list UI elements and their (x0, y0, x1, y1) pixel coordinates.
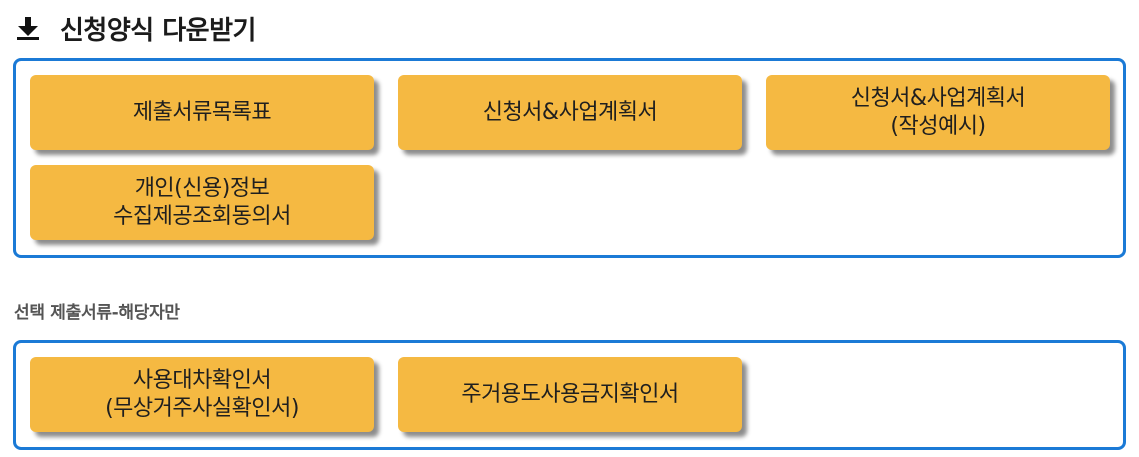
button-label: 주거용도사용금지확인서 (461, 381, 679, 407)
button-label: 사용대차확인서 (무상거주사실확인서) (105, 367, 299, 421)
button-label: 신청서&사업계획서 (482, 99, 658, 125)
download-application-plan-button[interactable]: 신청서&사업계획서 (398, 75, 742, 150)
download-submission-list-button[interactable]: 제출서류목록표 (30, 75, 374, 150)
download-loan-confirmation-button[interactable]: 사용대차확인서 (무상거주사실확인서) (30, 357, 374, 432)
optional-docs-heading: 선택 제출서류-해당자만 (14, 303, 180, 323)
page-title: 신청양식 다운받기 (60, 15, 256, 46)
download-privacy-consent-button[interactable]: 개인(신용)정보 수집제공조회동의서 (30, 165, 374, 240)
required-docs-panel (13, 58, 1126, 258)
download-residential-ban-button[interactable]: 주거용도사용금지확인서 (398, 357, 742, 432)
button-label: 제출서류목록표 (132, 99, 272, 125)
download-icon (14, 14, 42, 42)
optional-docs-panel (13, 340, 1126, 450)
download-application-example-button[interactable]: 신청서&사업계획서 (작성예시) (766, 75, 1110, 150)
section-header: 신청양식 다운받기 (14, 8, 256, 48)
button-label: 개인(신용)정보 수집제공조회동의서 (113, 175, 291, 229)
button-label: 신청서&사업계획서 (작성예시) (850, 85, 1026, 139)
